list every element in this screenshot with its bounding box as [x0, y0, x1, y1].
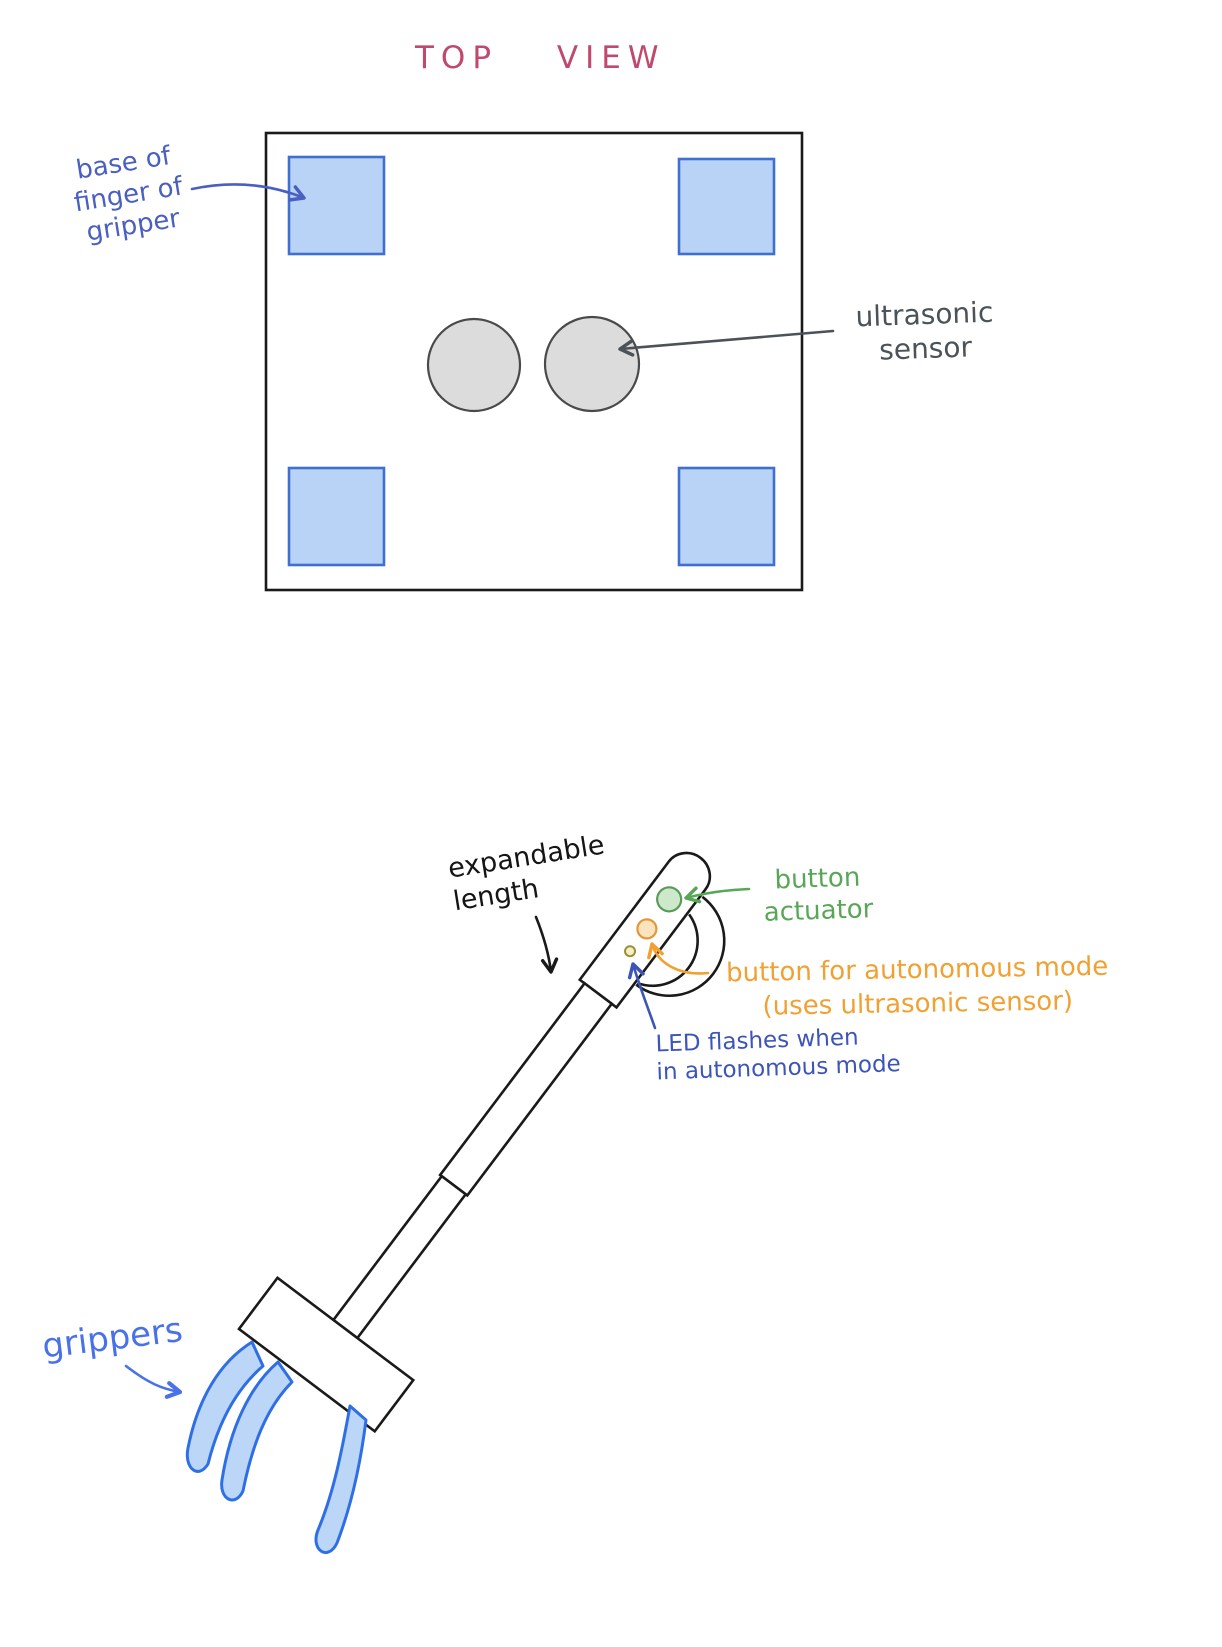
arrow-led-label: [627, 962, 657, 1030]
autonomous-mode-label: button for autonomous mode (uses ultraso…: [725, 951, 1109, 1022]
finger-base-square-top-right: [677, 157, 776, 256]
ultrasonic-sensor-left: [426, 317, 522, 413]
autonomous-mode-button: [636, 918, 658, 940]
ultrasonic-sensor-label: ultrasonic sensor: [854, 295, 994, 367]
grabber-tool: [237, 851, 726, 1434]
finger-base-square-top-left: [287, 155, 386, 256]
arrow-grippers-label: [124, 1364, 183, 1399]
gripper-base-bar: [237, 1276, 416, 1434]
arrow-finger-base-label: [190, 183, 306, 202]
led-indicator: [624, 945, 637, 958]
finger-base-square-bottom-left: [287, 466, 386, 567]
diagram-title: TOP VIEW: [415, 40, 666, 76]
handle-loop-inner: [636, 913, 699, 988]
arrow-autonomous-label: [647, 942, 710, 975]
arrow-ultrasonic-label: [618, 329, 835, 357]
shaft-upper-segment: [438, 981, 614, 1198]
gripper-finger-left-outer: [185, 1340, 265, 1473]
ultrasonic-sensor-right: [543, 315, 641, 413]
gripper-finger-left-inner: [220, 1360, 294, 1502]
shaft-lower-segment: [331, 1174, 468, 1340]
finger-base-square-bottom-right: [677, 466, 776, 567]
arrow-expandable-label: [534, 915, 559, 974]
handle-loop-outer: [635, 895, 726, 998]
button-actuator: [656, 886, 683, 913]
gripper-finger-right: [314, 1404, 368, 1555]
button-actuator-label: button actuator: [763, 862, 874, 928]
arrow-button-actuator-label: [684, 886, 751, 904]
led-flashes-label: LED flashes when in autonomous mode: [655, 1024, 902, 1086]
